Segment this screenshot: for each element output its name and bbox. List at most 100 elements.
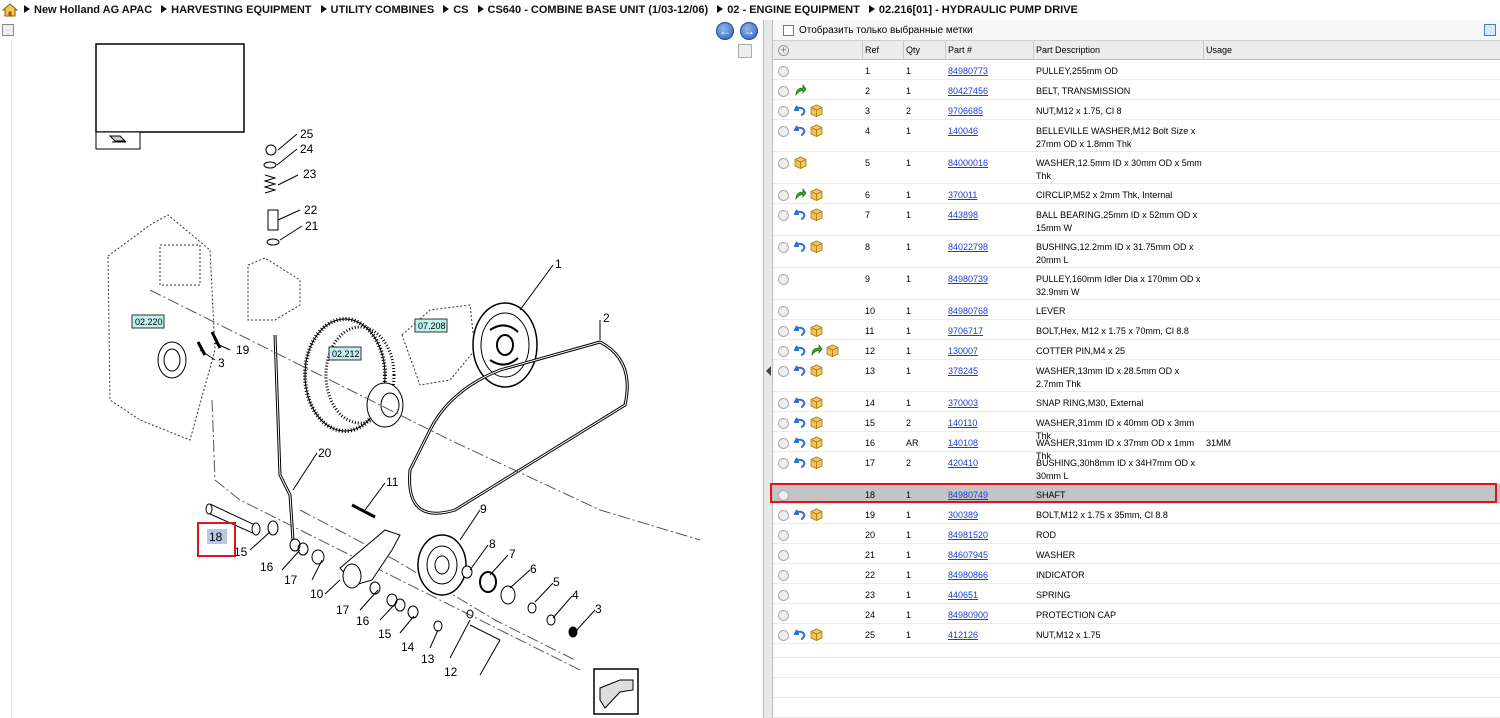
row-expand-icon[interactable]: [778, 126, 789, 137]
callout-22[interactable]: 22: [304, 203, 318, 217]
breadcrumb-item-4[interactable]: CS: [443, 4, 469, 16]
box-icon[interactable]: [810, 364, 823, 377]
row-expand-icon[interactable]: [778, 550, 789, 561]
callout-13[interactable]: 13: [421, 652, 435, 666]
column-part[interactable]: Part #: [945, 41, 1033, 60]
collapse-left-icon[interactable]: [766, 366, 771, 376]
row-part-number-link[interactable]: 412126: [948, 630, 979, 640]
callout-10[interactable]: 10: [310, 587, 324, 601]
blue-arrow-icon[interactable]: [793, 396, 807, 409]
blue-arrow-icon[interactable]: [793, 124, 807, 137]
breadcrumb-item-3[interactable]: UTILITY COMBINES: [320, 4, 434, 16]
row-part-number-link[interactable]: 378245: [948, 366, 979, 376]
column-ref[interactable]: Ref: [862, 41, 903, 60]
row-expand-icon[interactable]: [778, 106, 789, 117]
box-icon[interactable]: [810, 188, 823, 201]
box-icon[interactable]: [810, 240, 823, 253]
breadcrumb-item-1[interactable]: New Holland AG APAC: [24, 4, 152, 16]
row-part-number-link[interactable]: 84607945: [948, 550, 989, 560]
row-part-number-link[interactable]: 84000016: [948, 158, 989, 168]
row-part-number-link[interactable]: 370011: [948, 190, 978, 200]
row-expand-icon[interactable]: [778, 590, 789, 601]
box-icon[interactable]: [810, 508, 823, 521]
row-part-number-link[interactable]: 84980900: [948, 610, 989, 620]
row-expand-icon[interactable]: [778, 438, 789, 449]
callout-23[interactable]: 23: [303, 167, 317, 181]
breadcrumb-item-7[interactable]: 02.216[01] - HYDRAULIC PUMP DRIVE: [868, 4, 1078, 16]
callout-25[interactable]: 25: [300, 127, 314, 141]
blue-arrow-icon[interactable]: [793, 628, 807, 641]
green-arrow-icon[interactable]: [794, 83, 807, 97]
row-part-number-link[interactable]: 84980739: [948, 274, 989, 284]
column-description[interactable]: Part Description: [1033, 41, 1203, 60]
exit-icon[interactable]: [2, 24, 14, 36]
callout-15-left[interactable]: 15: [234, 545, 248, 559]
row-expand-icon[interactable]: [778, 306, 789, 317]
box-icon[interactable]: [810, 124, 823, 137]
row-expand-icon[interactable]: [778, 346, 789, 357]
row-expand-icon[interactable]: [778, 326, 789, 337]
blue-arrow-icon[interactable]: [793, 364, 807, 377]
breadcrumb-item-6[interactable]: 02 - ENGINE EQUIPMENT: [717, 4, 860, 16]
row-part-number-link[interactable]: 443898: [948, 210, 979, 220]
row-expand-icon[interactable]: [778, 458, 789, 469]
callout-6[interactable]: 6: [530, 562, 537, 576]
callout-21[interactable]: 21: [305, 219, 319, 233]
callout-17-right[interactable]: 17: [336, 603, 350, 617]
crossref-label-02212[interactable]: [328, 346, 362, 361]
row-expand-icon[interactable]: [778, 210, 789, 221]
row-expand-icon[interactable]: [778, 490, 789, 501]
row-expand-icon[interactable]: [778, 242, 789, 253]
row-part-number-link[interactable]: 130007: [948, 346, 979, 356]
forward-arrow-button[interactable]: →: [740, 22, 758, 40]
box-icon[interactable]: [810, 104, 823, 117]
row-part-number-link[interactable]: 9706717: [948, 326, 984, 336]
blue-arrow-icon[interactable]: [793, 240, 807, 253]
row-part-number-link[interactable]: 440651: [948, 590, 979, 600]
callout-1[interactable]: 1: [555, 257, 562, 271]
row-part-number-link[interactable]: 84980773: [948, 66, 989, 76]
callout-24[interactable]: 24: [300, 142, 314, 156]
row-expand-icon[interactable]: [778, 610, 789, 621]
row-expand-icon[interactable]: [778, 66, 789, 77]
blue-arrow-icon[interactable]: [793, 208, 807, 221]
crossref-label-02220[interactable]: [131, 314, 165, 329]
row-part-number-link[interactable]: 300389: [948, 510, 979, 520]
blue-arrow-icon[interactable]: [793, 324, 807, 337]
blue-arrow-icon[interactable]: [793, 456, 807, 469]
callout-17-left[interactable]: 17: [284, 573, 298, 587]
callout-3-right[interactable]: 3: [595, 602, 602, 616]
callout-8[interactable]: 8: [489, 537, 496, 551]
blue-arrow-icon[interactable]: [793, 416, 807, 429]
breadcrumb-item-2[interactable]: HARVESTING EQUIPMENT: [161, 4, 312, 16]
row-expand-icon[interactable]: [778, 418, 789, 429]
row-expand-icon[interactable]: [778, 86, 789, 97]
callout-9[interactable]: 9: [480, 502, 487, 516]
box-icon[interactable]: [810, 456, 823, 469]
box-icon[interactable]: [810, 396, 823, 409]
row-part-number-link[interactable]: 9706685: [948, 106, 984, 116]
callout-16-right[interactable]: 16: [356, 614, 370, 628]
pane-splitter[interactable]: [763, 20, 773, 718]
box-icon[interactable]: [810, 628, 823, 641]
row-part-number-link[interactable]: 140108: [948, 438, 979, 448]
